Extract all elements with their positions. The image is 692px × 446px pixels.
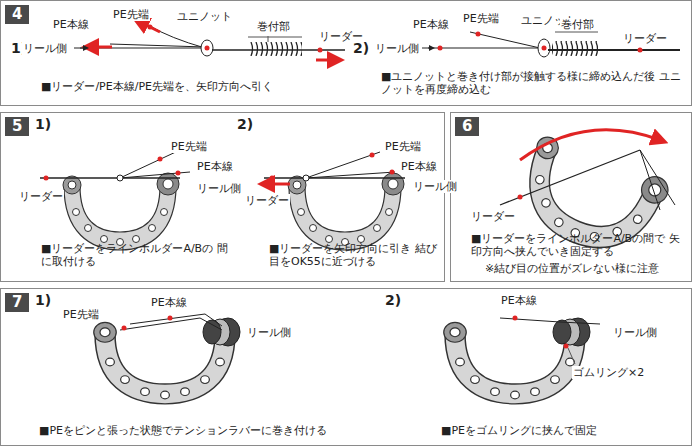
part-label: ■PEをピンと張った状態でテンションラバーに巻き付ける: [38, 424, 328, 437]
knot-step-4-2: [422, 32, 680, 58]
part-label: 巻付部: [560, 18, 595, 31]
part-label: PE先端: [62, 308, 100, 321]
part-label: PE本線: [412, 18, 450, 31]
part-label: PE先端: [384, 140, 422, 153]
part-label: ■PEをゴムリングに挟んで固定: [440, 424, 598, 437]
holder-step-5: [40, 150, 405, 250]
part-label: リール側: [374, 42, 420, 55]
part-label: PE先端: [462, 12, 500, 25]
part-label: リール側: [196, 182, 242, 195]
part-label: リール側: [246, 326, 292, 339]
part-label: 巻付部: [256, 20, 291, 33]
step-number: 5: [5, 117, 29, 136]
sub-step-number: 2): [384, 292, 402, 308]
sub-step-number: 2): [236, 116, 254, 132]
step-number: 7: [5, 293, 29, 312]
sub-step-number: 2): [352, 40, 370, 56]
part-label: リール側: [612, 326, 658, 339]
instruction-text: ■リーダーをラインホルダーA/Bの間で 矢印方向へ挟んでいき固定する: [470, 232, 687, 258]
step-number: 4: [5, 5, 29, 24]
part-label: PE本線: [500, 294, 538, 307]
instruction-text: ■リーダーをラインホルダーA/Bの 間に取付ける: [40, 242, 232, 268]
part-label: リーダー: [244, 194, 290, 207]
knot-step-4-1: [74, 22, 345, 60]
sub-step-number: 1): [34, 292, 52, 308]
part-label: リール側: [412, 180, 458, 193]
instruction-text: ■リーダーを矢印方向に引き 結び目をOK55に近づける: [268, 242, 440, 268]
part-label: リーダー: [470, 210, 516, 223]
part-label: PE本線: [150, 296, 188, 309]
instruction-text: ■ユニノットと巻き付け部が接触する様に締め込んだ後 ユニノットを再度締め込む: [380, 70, 682, 96]
part-label: PE先端: [112, 8, 150, 21]
part-label: PE先端: [170, 140, 208, 153]
part-label: ユニノット: [176, 10, 233, 23]
part-label: リール側: [22, 42, 68, 55]
part-label: ゴムリング×2: [572, 366, 645, 379]
part-label: PE本線: [196, 160, 234, 173]
sub-step-number: 1): [34, 116, 52, 132]
step-number: 6: [455, 117, 479, 136]
part-label: ■リーダー/PE本線/PE先端を、矢印方向へ引く: [40, 80, 274, 93]
part-label: ※結び目の位置がズレない様に注意: [484, 262, 660, 275]
part-label: リーダー: [18, 190, 64, 203]
holder-step-7: [94, 314, 600, 404]
part-label: PE本線: [400, 160, 438, 173]
part-label: PE本線: [52, 18, 90, 31]
part-label: リーダー: [622, 32, 668, 45]
